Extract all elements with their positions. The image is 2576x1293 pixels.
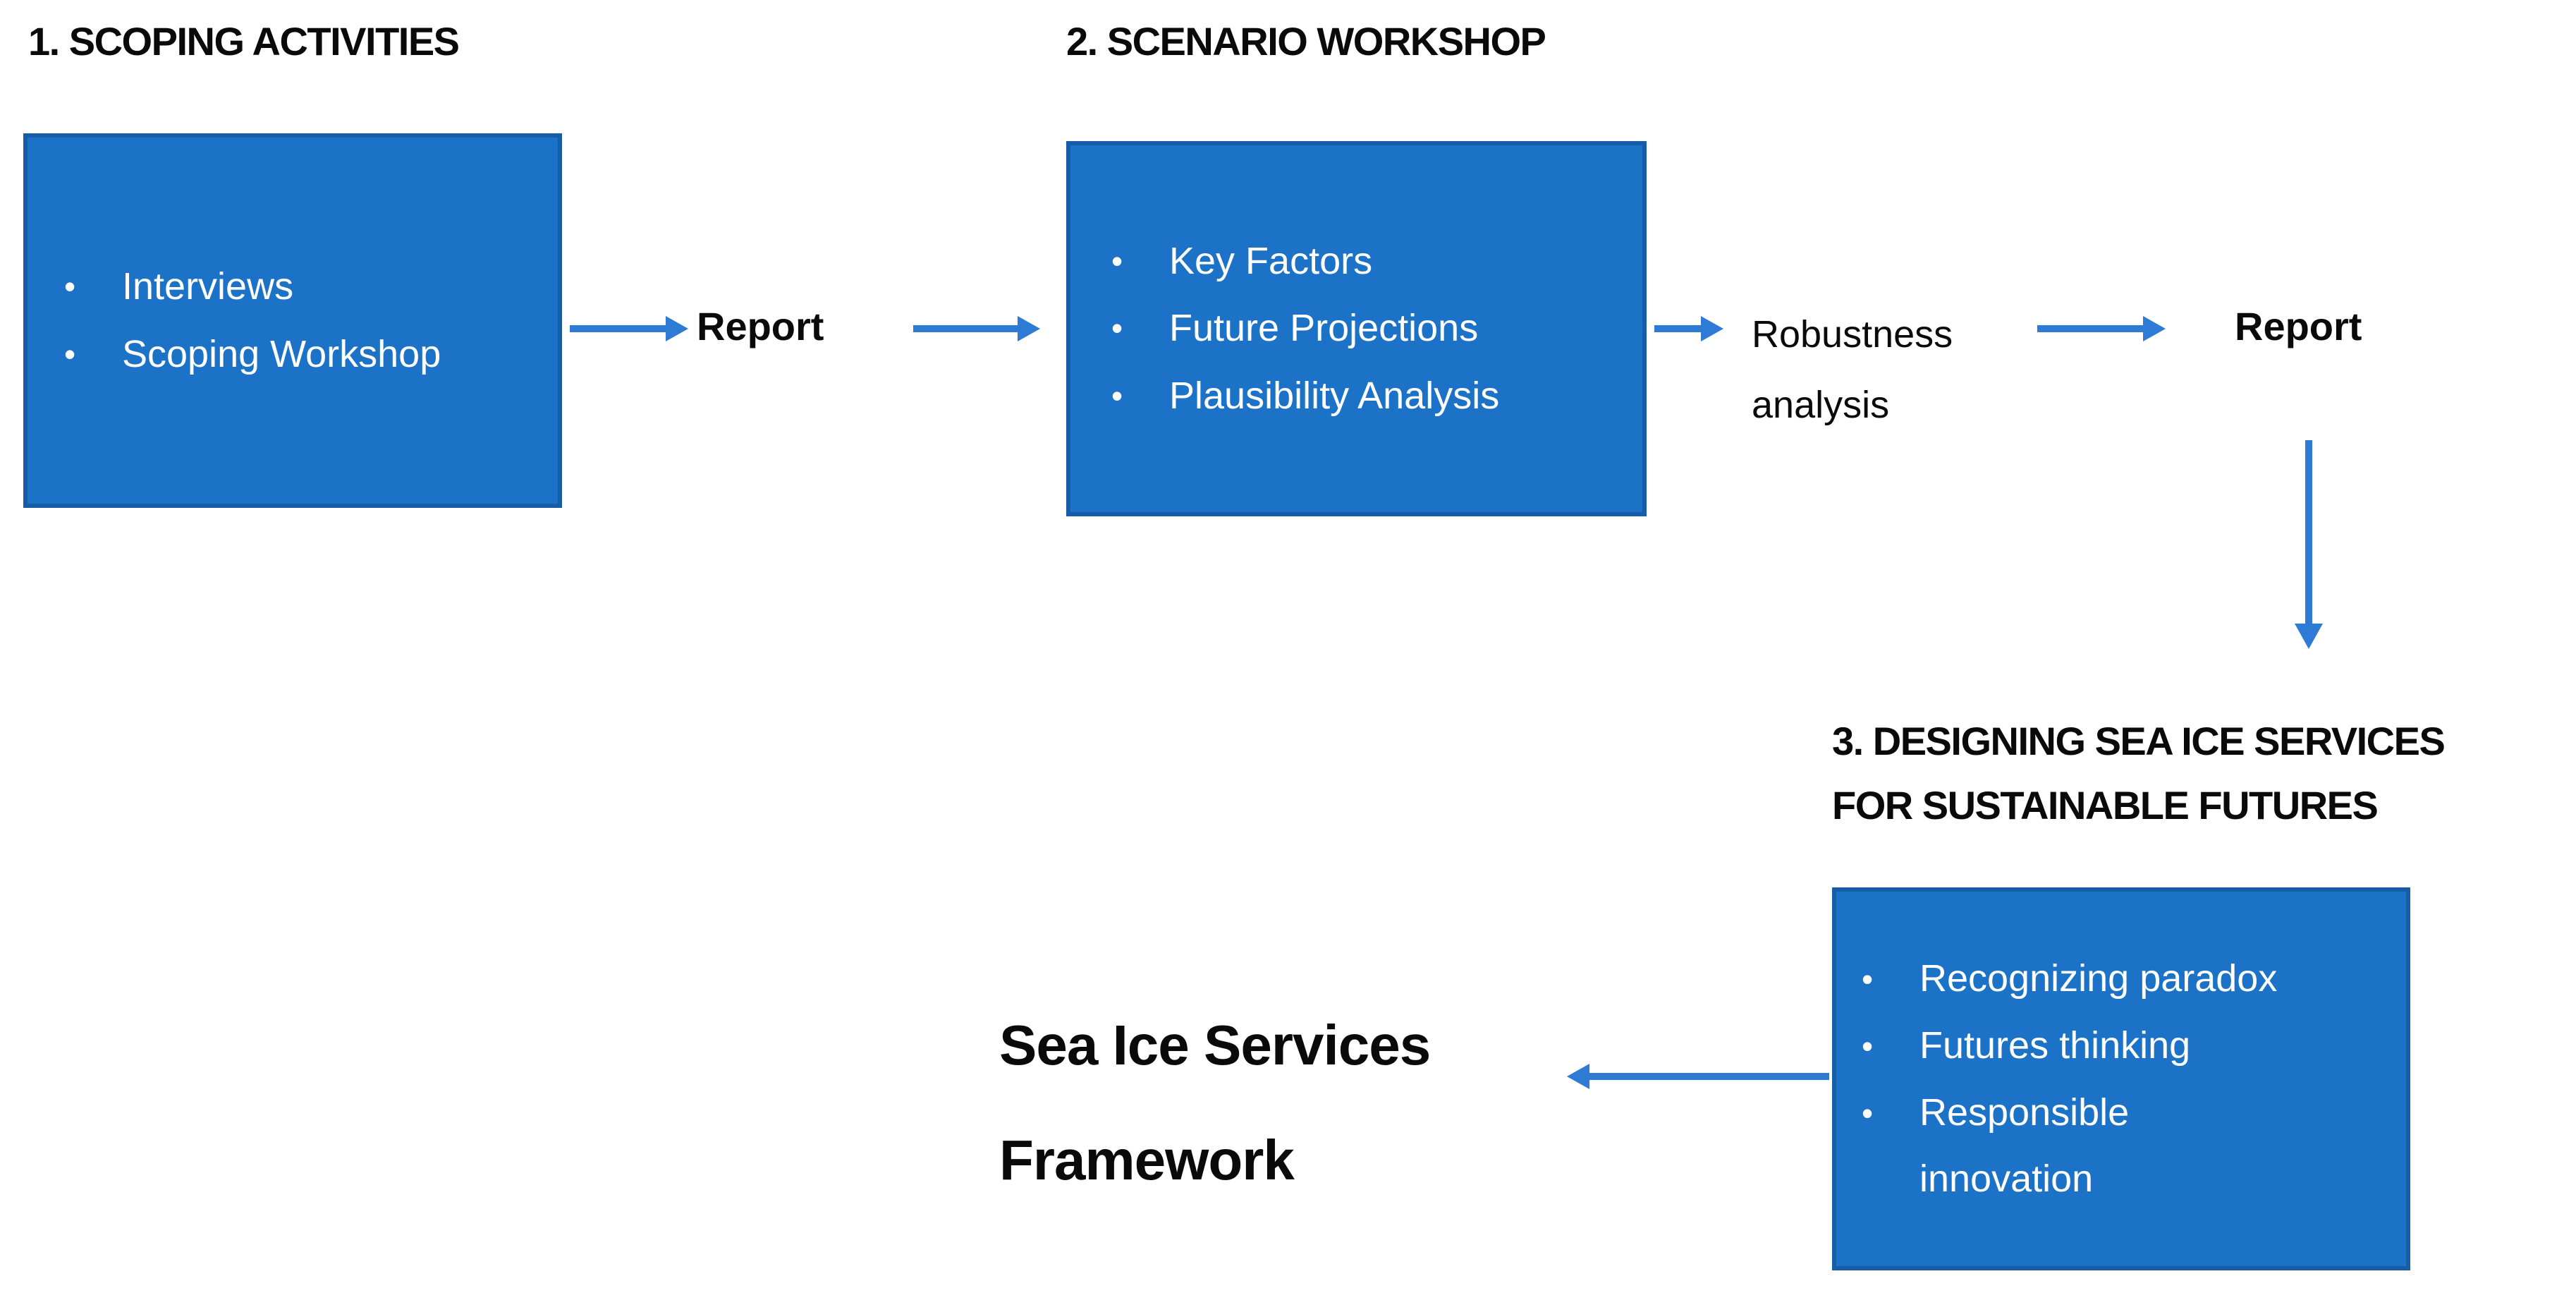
arrow-shaft: [1588, 1073, 1829, 1080]
bullet-icon: •: [1111, 377, 1123, 414]
stage3-title-line2: FOR SUSTAINABLE FUTURES: [1832, 782, 2379, 827]
bullet-icon: •: [1111, 310, 1123, 347]
robustness-analysis-label: Robustness analysis: [1752, 313, 1953, 426]
arrow-right-icon: [913, 315, 1040, 343]
list-item: • Interviews: [60, 253, 558, 320]
arrow-right-icon: [2037, 315, 2166, 343]
arrow-shaft: [1654, 325, 1702, 332]
stage2-bullet-list: • Key Factors • Future Projections • Pla…: [1107, 228, 1642, 430]
bullet-text: Future Projections: [1169, 307, 1479, 350]
bullet-icon: •: [64, 268, 76, 305]
arrow-down-icon: [2288, 440, 2330, 649]
stage1-box: • Interviews • Scoping Workshop: [23, 133, 562, 508]
arrow-shaft: [2305, 440, 2312, 625]
stage3-title-line1: 3. DESIGNING SEA ICE SERVICES: [1832, 719, 2446, 763]
sea-ice-services-framework-label: Sea Ice Services Framework: [999, 1014, 1431, 1192]
arrow-right-icon: [570, 315, 688, 343]
bullet-icon: •: [1111, 243, 1123, 280]
list-item: • Recognizing paradox: [1857, 946, 2406, 1013]
stage1-bullet-list: • Interviews • Scoping Workshop: [60, 253, 558, 387]
bullet-text: Futures thinking: [1919, 1024, 2191, 1067]
arrow-shaft: [2037, 325, 2144, 332]
arrow-head: [1018, 316, 1040, 341]
bullet-icon: •: [1862, 960, 1874, 997]
arrow-head: [666, 316, 688, 341]
bullet-text: Key Factors: [1169, 240, 1373, 283]
list-item: • Scoping Workshop: [60, 321, 558, 388]
bullet-text: Plausibility Analysis: [1169, 374, 1500, 417]
bullet-text: Interviews: [122, 265, 294, 308]
list-item: • Responsible innovation: [1857, 1080, 2406, 1212]
bullet-text: Recognizing paradox: [1919, 957, 2278, 1000]
stage2-title: 2. SCENARIO WORKSHOP: [1066, 19, 1546, 63]
list-item: • Futures thinking: [1857, 1013, 2406, 1080]
stage3-box: • Recognizing paradox • Futures thinking…: [1832, 887, 2410, 1270]
report-label-2: Report: [2235, 304, 2362, 348]
arrow-head: [2295, 624, 2323, 649]
stage3-bullet-list: • Recognizing paradox • Futures thinking…: [1857, 946, 2406, 1212]
arrow-shaft: [570, 325, 667, 332]
report-label-1: Report: [697, 304, 824, 348]
arrow-head: [2143, 316, 2166, 341]
stage2-box: • Key Factors • Future Projections • Pla…: [1066, 141, 1647, 516]
bullet-text: Scoping Workshop: [122, 332, 441, 375]
bullet-icon: •: [1862, 1028, 1874, 1065]
arrow-right-icon: [1654, 315, 1723, 343]
arrow-shaft: [913, 325, 1019, 332]
bullet-icon: •: [64, 335, 76, 372]
arrow-head: [1701, 316, 1723, 341]
arrow-left-icon: [1567, 1062, 1829, 1091]
list-item: • Plausibility Analysis: [1107, 363, 1642, 430]
bullet-icon: •: [1862, 1095, 1874, 1132]
stage3-title: 3. DESIGNING SEA ICE SERVICES FOR SUSTAI…: [1832, 710, 2446, 837]
bullet-text: Responsible innovation: [1919, 1091, 2130, 1200]
list-item: • Future Projections: [1107, 295, 1642, 362]
list-item: • Key Factors: [1107, 228, 1642, 295]
arrow-head: [1567, 1064, 1589, 1089]
stage1-title: 1. SCOPING ACTIVITIES: [28, 19, 460, 63]
